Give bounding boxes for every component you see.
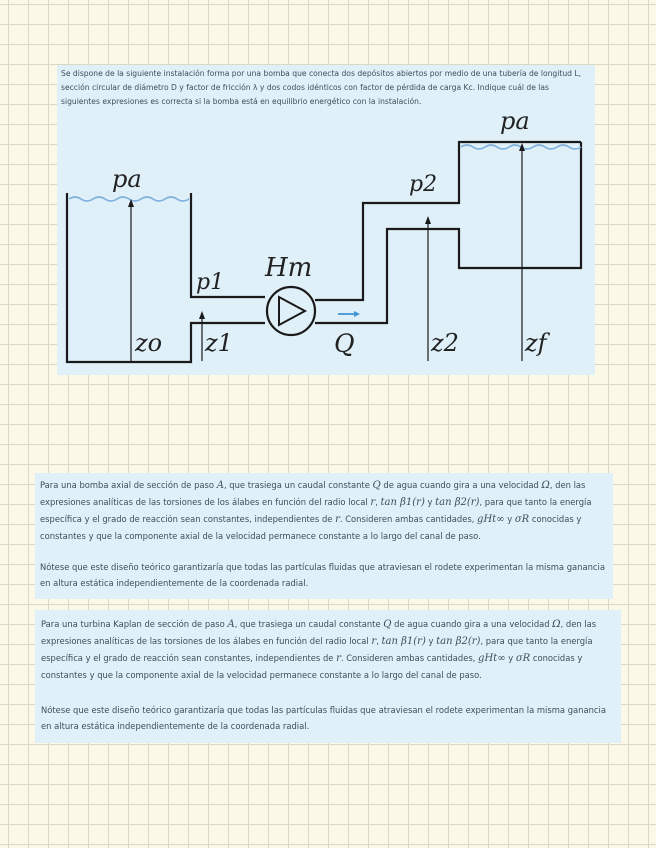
math-gHt: gHt∞ xyxy=(477,514,505,525)
math-sigma-r: σR xyxy=(515,653,531,664)
text: , xyxy=(375,497,381,507)
hm-label: Hm xyxy=(264,253,312,283)
z1-arrow-head xyxy=(199,311,205,319)
left-water-surface xyxy=(68,196,190,202)
z2-arrow-head xyxy=(425,216,431,224)
text: , den las expresiones analíticas de las … xyxy=(41,619,597,646)
text: conocidas y constantes y que la componen… xyxy=(41,653,583,680)
math-gHt: gHt∞ xyxy=(478,653,506,664)
math-sigma-r: σR xyxy=(514,514,530,525)
problem-2-card: Para una bomba axial de sección de paso … xyxy=(35,473,613,599)
problem-3-note: Nótese que este diseño teórico garantiza… xyxy=(41,705,606,731)
problem-1-statement: Se dispone de la siguiente instalación f… xyxy=(61,69,582,106)
text: , den las expresiones analíticas de las … xyxy=(40,480,586,507)
math-tan-beta2: tan β2(r) xyxy=(436,636,481,647)
text: . Consideren ambas cantidades, xyxy=(340,653,479,663)
problem-3-statement: Para una turbina Kaplan de sección de pa… xyxy=(41,616,615,683)
problem-3-card: Para una turbina Kaplan de sección de pa… xyxy=(35,610,621,743)
text: . Consideren ambas cantidades, xyxy=(339,514,478,524)
math-omega: Ω xyxy=(541,480,550,491)
math-r: r xyxy=(335,514,340,525)
zo-label: zo xyxy=(134,329,162,357)
math-r: r xyxy=(370,497,376,508)
z2-label: z2 xyxy=(430,329,459,357)
math-r: r xyxy=(336,653,341,664)
text: Para una bomba axial de sección de paso xyxy=(40,480,217,490)
left-tank-wall xyxy=(65,193,265,364)
zo-arrow-head xyxy=(128,199,134,207)
problem-1-card: Se dispone de la siguiente instalación f… xyxy=(57,65,595,375)
text: Para una turbina Kaplan de sección de pa… xyxy=(41,619,228,629)
math-tan-beta2: tan β2(r) xyxy=(435,497,480,508)
p2-label: p2 xyxy=(409,172,437,197)
text: y xyxy=(505,653,516,663)
outlet-pipe-bottom xyxy=(315,142,583,325)
math-A: A xyxy=(216,480,224,491)
q-label: Q xyxy=(334,329,355,358)
zf-arrow-head xyxy=(519,143,525,151)
problem-2-note: Nótese que este diseño teórico garantiza… xyxy=(40,562,605,588)
math-tan-beta1: tan β1(r) xyxy=(380,497,425,508)
pump-symbol xyxy=(265,285,317,337)
text: de agua cuando gira a una velocidad xyxy=(391,619,553,629)
flow-arrow-head xyxy=(354,311,360,317)
text: conocidas y constantes y que la componen… xyxy=(40,514,582,541)
text: de agua cuando gira a una velocidad xyxy=(380,480,542,490)
math-Q: Q xyxy=(372,480,381,491)
zf-label: zf xyxy=(524,329,551,357)
pump-installation-diagram: pa pa p1 p2 Hm Q zo z1 z2 zf xyxy=(65,107,583,364)
problem-2-statement: Para una bomba axial de sección de paso … xyxy=(40,477,606,544)
p1-label: p1 xyxy=(196,270,224,295)
pa-left-label: pa xyxy=(112,165,142,193)
left-tank-right-wall xyxy=(189,193,265,299)
text: , para que tanto la energía específica y… xyxy=(41,636,593,663)
math-A: A xyxy=(227,619,235,630)
text: , xyxy=(376,636,382,646)
math-omega: Ω xyxy=(552,619,561,630)
pump-triangle xyxy=(278,295,308,327)
outlet-pipe-top xyxy=(315,140,581,302)
pa-right-label: pa xyxy=(500,107,530,135)
text: , para que tanto la energía específica y… xyxy=(40,497,592,524)
math-r: r xyxy=(371,636,377,647)
math-Q: Q xyxy=(383,619,392,630)
text: , que trasiega un caudal constante xyxy=(234,619,384,629)
text: y xyxy=(425,636,437,646)
text: , que trasiega un caudal constante xyxy=(223,480,373,490)
z1-label: z1 xyxy=(204,329,233,357)
text: y xyxy=(504,514,515,524)
math-tan-beta1: tan β1(r) xyxy=(381,636,426,647)
text: y xyxy=(424,497,436,507)
